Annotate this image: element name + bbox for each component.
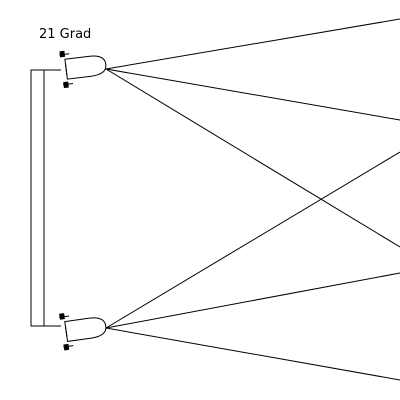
- top-lamp-lower-beam: [105, 68, 400, 248]
- top-lamp-body: [59, 50, 107, 89]
- bottom-lamp-lower-contact: [63, 343, 70, 351]
- top-lamp-lower-contact: [63, 81, 69, 89]
- angle-label: 21 Grad: [39, 27, 91, 42]
- outer-connector: [30, 69, 61, 327]
- top-lamp-rear-plate: [64, 63, 68, 76]
- bottom-lamp: [59, 313, 107, 351]
- top-lamp-upper-contact: [59, 50, 66, 58]
- bottom-lamp-body: [59, 313, 107, 351]
- bottom-lamp-rear-plate: [64, 325, 68, 338]
- light-beams: [105, 18, 400, 381]
- top-lamp-upper-beam: [105, 18, 400, 70]
- connecting-frame: [30, 69, 61, 327]
- top-lamp: [59, 50, 107, 89]
- bottom-lamp-upper-contact: [59, 313, 65, 320]
- bottom-lamp-housing: [64, 317, 107, 342]
- bottom-lamp-upper-beam: [105, 151, 400, 329]
- bottom-lamp-lower-beam: [105, 327, 400, 381]
- top-lamp-housing: [64, 55, 107, 80]
- bottom-lamp-middle-beam: [105, 272, 400, 329]
- top-lamp-middle-beam: [105, 68, 400, 121]
